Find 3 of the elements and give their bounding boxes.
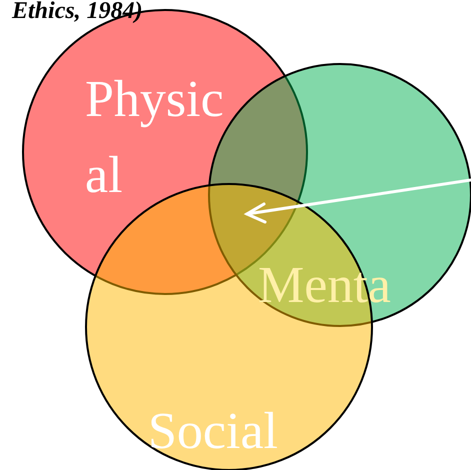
circle-label: Social: [148, 402, 279, 462]
citation-text: Ethics, 1984): [12, 0, 143, 25]
circle-label: Physical: [85, 70, 225, 206]
